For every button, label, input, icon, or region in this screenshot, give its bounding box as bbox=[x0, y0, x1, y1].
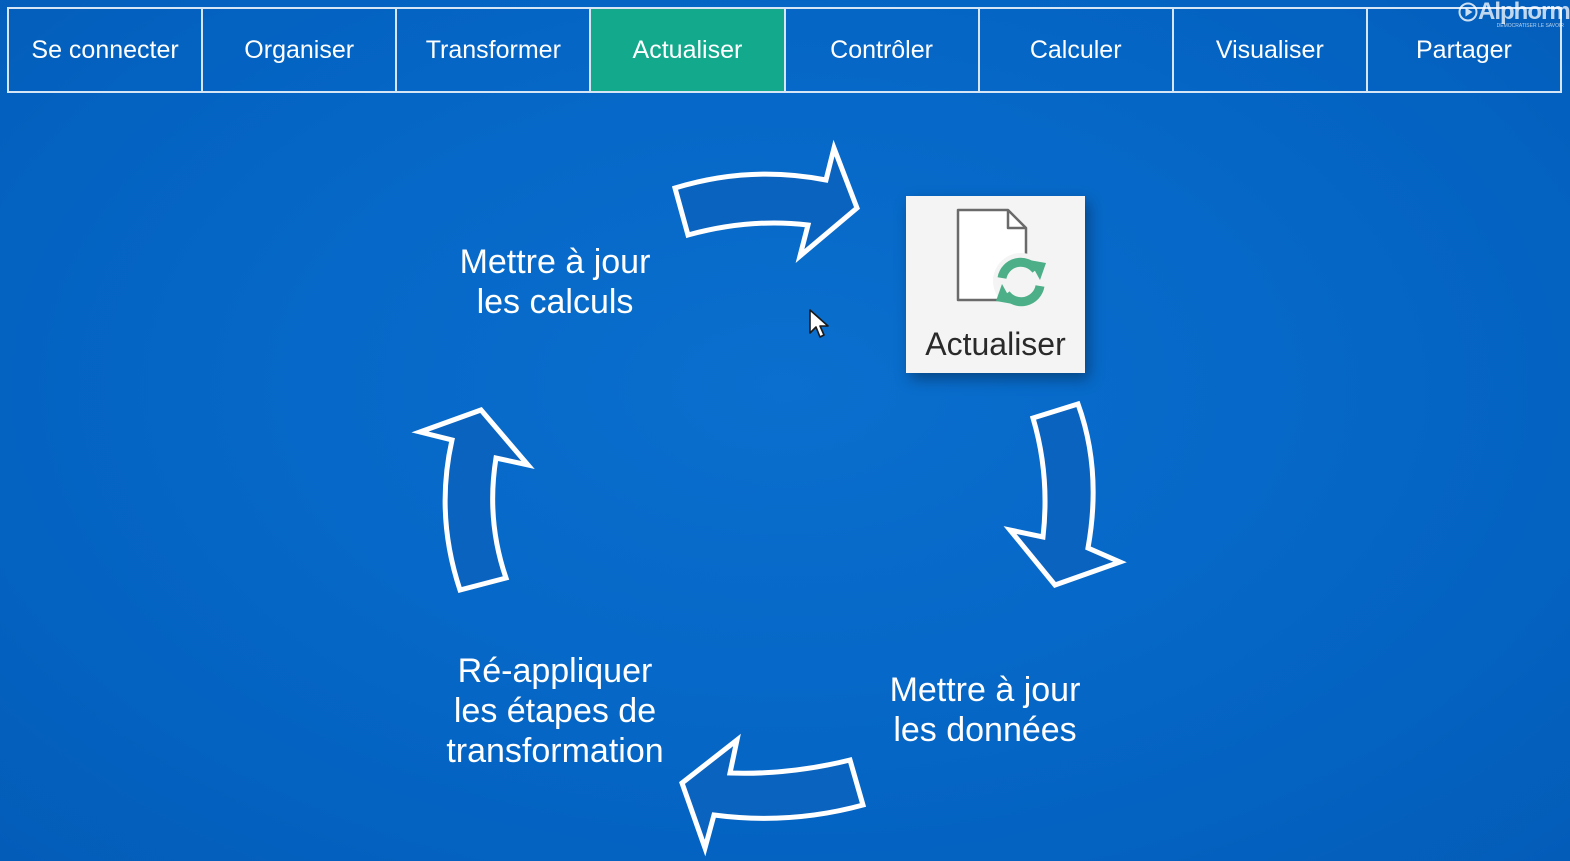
arrow-bottom-left-icon bbox=[679, 733, 867, 857]
arrow-right-down-icon bbox=[1003, 400, 1127, 588]
tab-se-connecter[interactable]: Se connecter bbox=[9, 9, 204, 91]
play-circle-icon bbox=[1458, 2, 1478, 22]
mouse-cursor-icon bbox=[809, 309, 829, 338]
step-label-update-data: Mettre à jour les données bbox=[850, 670, 1120, 750]
logo-tagline: DÉMOCRATISER LE SAVOIR bbox=[1496, 23, 1564, 29]
step-label-line: les données bbox=[893, 711, 1077, 749]
tab-visualiser[interactable]: Visualiser bbox=[1174, 9, 1368, 91]
tab-organiser[interactable]: Organiser bbox=[203, 9, 398, 91]
refresh-card: Actualiser bbox=[906, 196, 1085, 373]
tab-actualiser[interactable]: Actualiser bbox=[591, 9, 786, 91]
step-label-reapply-steps: Ré-appliquer les étapes de transformatio… bbox=[415, 651, 695, 771]
tab-controler[interactable]: Contrôler bbox=[786, 9, 980, 91]
alphorm-logo: Alphorm DÉMOCRATISER LE SAVOIR bbox=[1458, 0, 1570, 30]
document-refresh-icon bbox=[956, 208, 1049, 309]
step-label-line: Ré-appliquer bbox=[457, 652, 653, 690]
arrow-left-up-icon bbox=[411, 407, 535, 594]
step-label-line: les calculs bbox=[476, 283, 634, 321]
tab-transformer[interactable]: Transformer bbox=[397, 9, 592, 91]
tab-calculer[interactable]: Calculer bbox=[980, 9, 1174, 91]
tab-partager[interactable]: Partager bbox=[1415, 35, 1512, 64]
arrow-top-right-icon bbox=[671, 139, 860, 263]
step-label-line: Mettre à jour bbox=[889, 671, 1081, 709]
refresh-card-label: Actualiser bbox=[925, 326, 1066, 362]
step-navigation-bar: Se connecter Organiser Transformer Actua… bbox=[7, 7, 1562, 93]
step-label-line: transformation bbox=[446, 732, 664, 770]
logo-wordmark: Alphorm bbox=[1478, 0, 1570, 25]
step-label-line: Mettre à jour bbox=[459, 243, 651, 281]
step-label-update-calcs: Mettre à jour les calculs bbox=[420, 242, 690, 322]
step-label-line: les étapes de bbox=[453, 692, 657, 730]
